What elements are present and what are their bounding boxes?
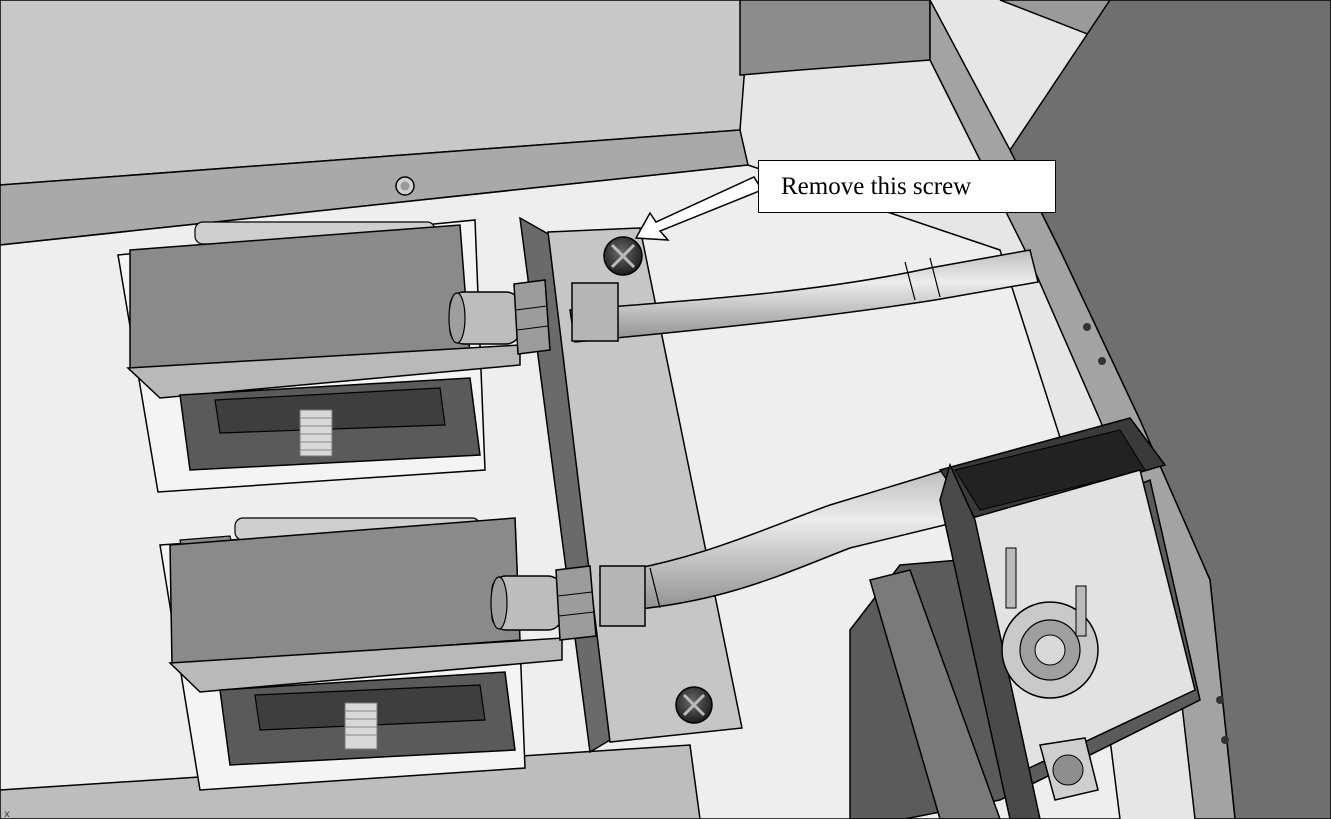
upper-solenoid — [117, 219, 521, 493]
axis-marker: x — [4, 809, 10, 819]
frame-hole — [1083, 323, 1091, 331]
upper-tube — [569, 249, 1039, 343]
frame-hole — [1098, 357, 1106, 365]
bottom-screw — [675, 686, 713, 724]
lower-fitting — [490, 565, 646, 641]
upper-right-block — [739, 0, 931, 76]
callout-label: Remove this screw — [758, 160, 1056, 213]
callout-arrow — [634, 176, 764, 241]
plate-hole-inner — [400, 181, 410, 191]
top-screw — [603, 236, 643, 276]
switch-box — [849, 417, 1229, 819]
upper-fitting — [448, 279, 619, 355]
lower-solenoid — [159, 517, 563, 791]
lower-tube — [599, 469, 967, 613]
